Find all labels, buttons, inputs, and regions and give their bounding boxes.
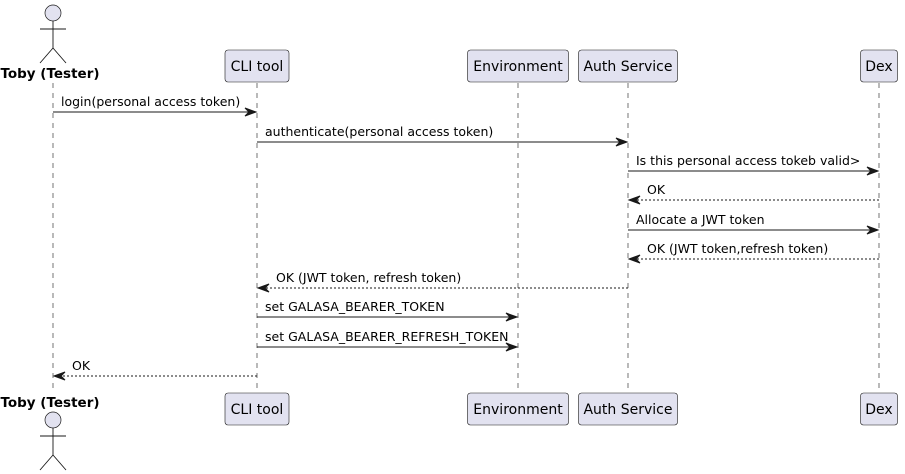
participant-label-bottom-env: Environment [473, 402, 563, 418]
participant-label-bottom-cli: CLI tool [231, 402, 284, 418]
participant-box-bottom-dex [860, 392, 898, 426]
message-arrowhead-5 [866, 225, 880, 235]
actor-bottom-toby-head-icon [44, 411, 62, 429]
participant-box-top-auth [578, 49, 678, 83]
message-arrowhead-2 [615, 137, 629, 147]
actor-label-top-toby: Toby (Tester) [0, 66, 99, 82]
message-arrowhead-10 [52, 371, 66, 381]
message-arrowhead-1 [244, 107, 258, 117]
message-arrowhead-6 [627, 254, 641, 264]
participant-box-top-dex [860, 49, 898, 83]
participant-box-top-cli [224, 49, 290, 83]
participant-label-bottom-auth: Auth Service [583, 402, 672, 418]
message-arrowhead-7 [256, 283, 270, 293]
actor-top-toby-left-leg [39, 47, 54, 64]
participant-box-bottom-env [467, 392, 569, 426]
message-label-8: set GALASA_BEARER_TOKEN [265, 299, 445, 314]
participant-label-top-cli: CLI tool [231, 59, 284, 75]
message-label-2: authenticate(personal access token) [265, 124, 493, 139]
actor-bottom-toby-left-leg [39, 454, 54, 471]
actor-top-toby-head-icon [44, 4, 62, 22]
participant-box-bottom-auth [578, 392, 678, 426]
message-arrowhead-4 [627, 195, 641, 205]
actor-top-toby-right-leg [52, 47, 67, 64]
message-label-9: set GALASA_BEARER_REFRESH_TOKEN [265, 329, 509, 344]
message-arrowhead-3 [866, 166, 880, 176]
participant-label-top-auth: Auth Service [583, 59, 672, 75]
participant-box-top-env [467, 49, 569, 83]
actor-label-bottom-toby: Toby (Tester) [0, 395, 99, 411]
participant-label-top-dex: Dex [865, 59, 892, 75]
message-label-3: Is this personal access tokeb valid> [636, 153, 860, 168]
message-label-6: OK (JWT token,refresh token) [647, 241, 828, 256]
message-label-4: OK [647, 182, 666, 197]
message-label-10: OK [72, 358, 91, 373]
participant-label-bottom-dex: Dex [865, 402, 892, 418]
message-label-1: login(personal access token) [61, 94, 240, 109]
actor-bottom-toby-right-leg [52, 454, 67, 471]
participant-box-bottom-cli [224, 392, 290, 426]
message-label-7: OK (JWT token, refresh token) [276, 270, 461, 285]
message-arrowhead-9 [505, 342, 519, 352]
participant-label-top-env: Environment [473, 59, 563, 75]
message-arrowhead-8 [505, 312, 519, 322]
message-label-5: Allocate a JWT token [636, 212, 765, 227]
